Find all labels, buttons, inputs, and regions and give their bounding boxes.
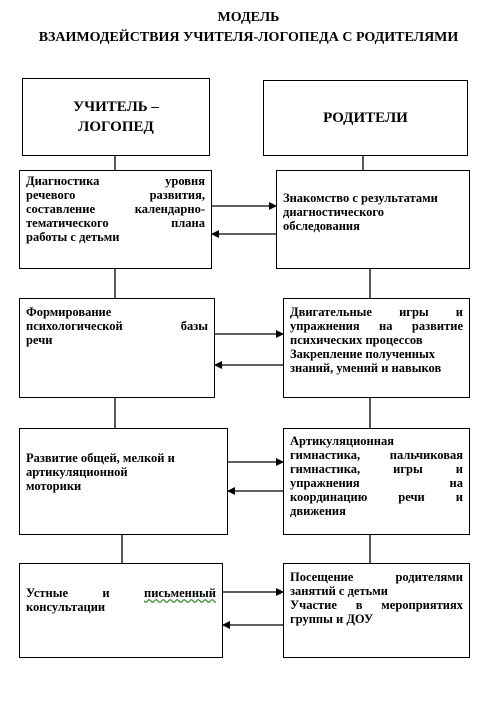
text-line: упражнения на развитие bbox=[290, 319, 463, 333]
text-line: речевого развития, bbox=[26, 188, 205, 202]
parent-step-results: Знакомство с результатами диагностическо… bbox=[276, 170, 470, 269]
text-line: знаний, умений и навыков bbox=[290, 361, 442, 375]
text-line: Участие в мероприятиях bbox=[290, 598, 463, 612]
text-line: координацию речи и bbox=[290, 490, 463, 504]
text-line: составление календарно- bbox=[26, 202, 205, 216]
parents-header-box: РОДИТЕЛИ bbox=[263, 80, 468, 156]
text-line: Артикуляционная bbox=[290, 434, 394, 448]
text-line: диагностического bbox=[283, 205, 384, 219]
teacher-header-box: УЧИТЕЛЬ – ЛОГОПЕД bbox=[22, 78, 210, 156]
text-line: Формирование bbox=[26, 305, 112, 319]
teacher-header-line1: УЧИТЕЛЬ – bbox=[73, 99, 159, 115]
text-line: Закрепление полученных bbox=[290, 347, 435, 361]
teacher-step-consultations: Устные и письменный консультации bbox=[19, 563, 223, 658]
parent-step-gymnastics: Артикуляционная гимнастика, пальчиковая … bbox=[283, 428, 470, 535]
text-line: Знакомство с результатами bbox=[283, 191, 438, 205]
text-line: артикуляционной bbox=[26, 465, 128, 479]
teacher-step-diagnostics: Диагностика уровня речевого развития, со… bbox=[19, 170, 212, 269]
text-line: группы и ДОУ bbox=[290, 612, 374, 626]
text-line: обследования bbox=[283, 219, 360, 233]
text-line: речи bbox=[26, 333, 53, 347]
text-line: тематического плана bbox=[26, 216, 205, 230]
diagram-subtitle: ВЗАИМОДЕЙСТВИЯ УЧИТЕЛЯ-ЛОГОПЕДА С РОДИТЕ… bbox=[38, 30, 459, 45]
text-line: моторики bbox=[26, 479, 82, 493]
teacher-header-line2: ЛОГОПЕД bbox=[78, 119, 154, 135]
text-line: упражнения на bbox=[290, 476, 463, 490]
parents-header-label: РОДИТЕЛИ bbox=[323, 110, 408, 126]
word-oral: Устные bbox=[26, 586, 69, 600]
text-line: гимнастика, игры и bbox=[290, 462, 463, 476]
teacher-step-psych-base: Формирование психологической базы речи bbox=[19, 298, 215, 398]
text-line: Развитие общей, мелкой и bbox=[26, 451, 175, 465]
word-and: и bbox=[102, 586, 110, 600]
text-line: занятий с детьми bbox=[290, 584, 388, 598]
parent-step-visits: Посещение родителями занятий с детьми Уч… bbox=[283, 563, 470, 658]
text-line: Устные и письменный bbox=[26, 586, 216, 600]
text-line: консультации bbox=[26, 600, 106, 614]
text-line: психологической базы bbox=[26, 319, 208, 333]
text-line: движения bbox=[290, 504, 346, 518]
word-written-underlined: письменный bbox=[144, 586, 217, 600]
text-line: Двигательные игры и bbox=[290, 305, 463, 319]
parent-step-games: Двигательные игры и упражнения на развит… bbox=[283, 298, 470, 398]
teacher-step-motor: Развитие общей, мелкой и артикуляционной… bbox=[19, 428, 228, 535]
text-line: работы с детьми bbox=[26, 230, 120, 244]
text-line: психических процессов bbox=[290, 333, 423, 347]
text-line: Диагностика уровня bbox=[26, 174, 205, 188]
text-line: Посещение родителями bbox=[290, 570, 463, 584]
diagram-title: МОДЕЛЬ bbox=[217, 10, 280, 25]
text-line: гимнастика, пальчиковая bbox=[290, 448, 463, 462]
